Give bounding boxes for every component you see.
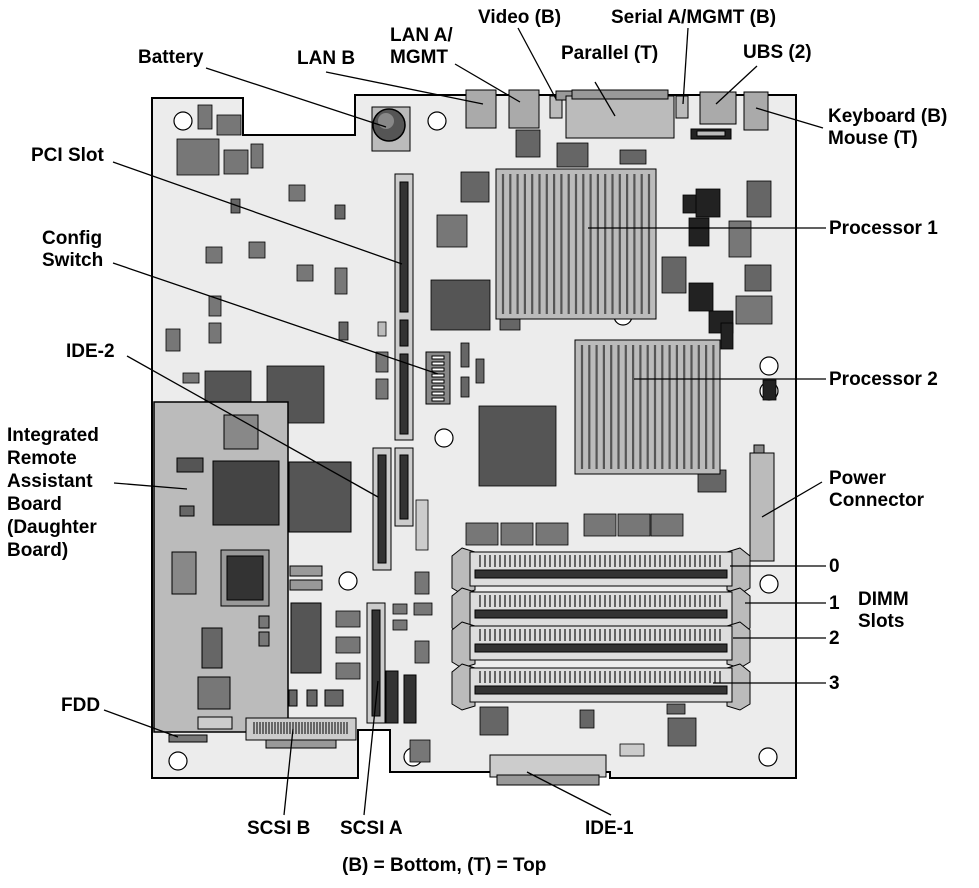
- lan-b-connector: [466, 90, 496, 128]
- label-power-connector: Power Connector: [829, 468, 924, 512]
- label-lan-b: LAN B: [297, 48, 355, 70]
- label-dimm-1: 1: [829, 593, 840, 615]
- label-scsi-b: SCSI B: [247, 818, 310, 840]
- pci-slot: [395, 174, 413, 440]
- label-processor-1: Processor 1: [829, 218, 938, 240]
- switch-pin: [432, 362, 444, 365]
- parallel-connector: [566, 96, 674, 138]
- label-lan-a-mgmt: LAN A/ MGMT: [390, 25, 453, 69]
- label-integrated-board: Integrated Remote Assistant Board (Daugh…: [7, 424, 99, 562]
- dimm-slots: [452, 548, 750, 710]
- label-battery: Battery: [138, 47, 203, 69]
- power-connector: [750, 445, 774, 561]
- processor-1-heatsink: [496, 169, 656, 319]
- label-processor-2: Processor 2: [829, 369, 938, 391]
- label-ide-2: IDE-2: [66, 341, 115, 363]
- switch-pin: [432, 380, 444, 383]
- label-usb: UBS (2): [743, 42, 812, 64]
- label-scsi-a: SCSI A: [340, 818, 403, 840]
- lan-a-connector: [509, 90, 539, 128]
- label-dimm-0: 0: [829, 556, 840, 578]
- switch-pin: [432, 356, 444, 359]
- switch-pin: [432, 392, 444, 395]
- label-video: Video (B): [478, 7, 561, 29]
- switch-pin: [432, 386, 444, 389]
- label-fdd: FDD: [61, 695, 100, 717]
- switch-pin: [432, 374, 444, 377]
- switch-pin: [432, 398, 444, 401]
- label-keyboard-mouse: Keyboard (B) Mouse (T): [828, 106, 947, 150]
- label-config-switch: Config Switch: [42, 228, 103, 272]
- label-dimm-2: 2: [829, 628, 840, 650]
- label-serial: Serial A/MGMT (B): [611, 7, 776, 29]
- usb-connector: [700, 92, 736, 124]
- switch-pin: [432, 368, 444, 371]
- serial-connector: [676, 96, 688, 118]
- legend-text: (B) = Bottom, (T) = Top: [342, 855, 546, 877]
- label-ide-1: IDE-1: [585, 818, 634, 840]
- label-pci-slot: PCI Slot: [31, 145, 104, 167]
- label-dimm-slots: DIMM Slots: [858, 589, 909, 633]
- label-parallel: Parallel (T): [561, 43, 658, 65]
- label-dimm-3: 3: [829, 673, 840, 695]
- config-switch: [426, 352, 450, 404]
- battery: [372, 107, 410, 151]
- ide-1-connector: [490, 755, 606, 785]
- processor-2-heatsink: [575, 340, 720, 474]
